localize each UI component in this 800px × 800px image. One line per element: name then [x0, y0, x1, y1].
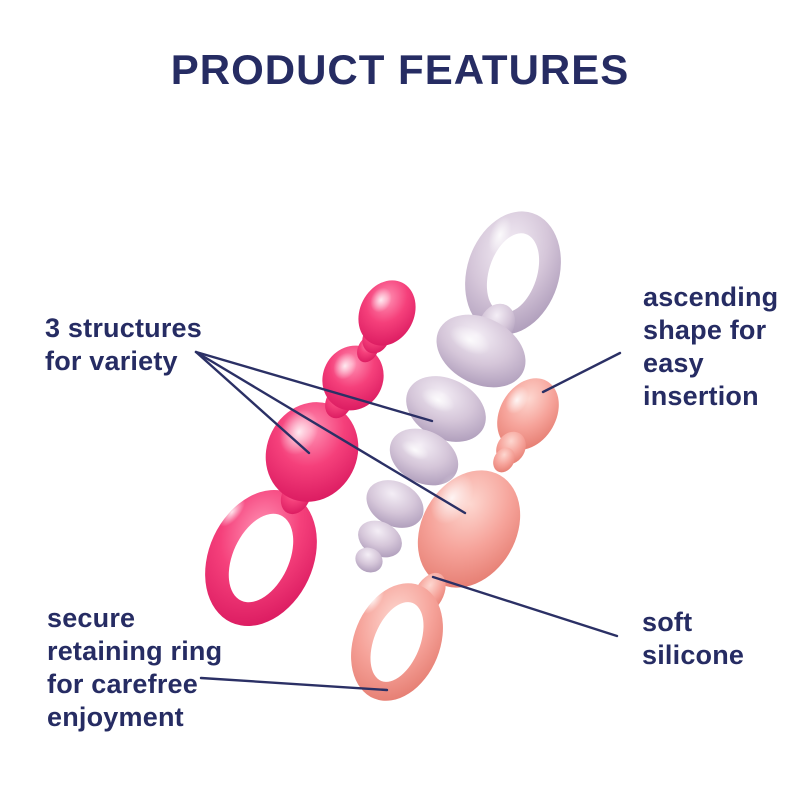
- page-title: PRODUCT FEATURES: [170, 46, 630, 93]
- label-line: silicone: [642, 640, 745, 670]
- callout-line-structures-to-lilac: [194, 350, 434, 423]
- label-line: secure: [47, 603, 136, 633]
- label-line: enjoyment: [47, 702, 184, 732]
- magenta-beaded-plug: [205, 280, 416, 626]
- callout-lines: [194, 350, 622, 692]
- label-line: 3 structures: [45, 313, 202, 343]
- label-line: shape for: [643, 315, 767, 345]
- label-line: for carefree: [47, 669, 198, 699]
- label-line: easy: [643, 348, 704, 378]
- label-line: retaining ring: [47, 636, 223, 666]
- label-line: soft: [642, 607, 693, 637]
- label-line: ascending: [643, 282, 779, 312]
- label-soft-silicone: soft silicone: [642, 606, 744, 672]
- callout-line-structures-to-salmon: [194, 350, 467, 515]
- callout-line-retaining-ring: [199, 676, 389, 692]
- label-line: for variety: [45, 346, 178, 376]
- label-ascending-shape: ascending shape for easy insertion: [643, 281, 778, 413]
- callout-line-soft-silicone: [431, 575, 619, 638]
- salmon-bulb-plug: [351, 378, 559, 701]
- lilac-spiral-plug: [355, 211, 561, 573]
- label-line: insertion: [643, 381, 759, 411]
- callout-line-structures-to-magenta: [194, 350, 311, 455]
- callout-line-ascending: [541, 351, 622, 394]
- label-retaining-ring: secure retaining ring for carefree enjoy…: [47, 602, 222, 734]
- label-3-structures: 3 structures for variety: [45, 312, 202, 378]
